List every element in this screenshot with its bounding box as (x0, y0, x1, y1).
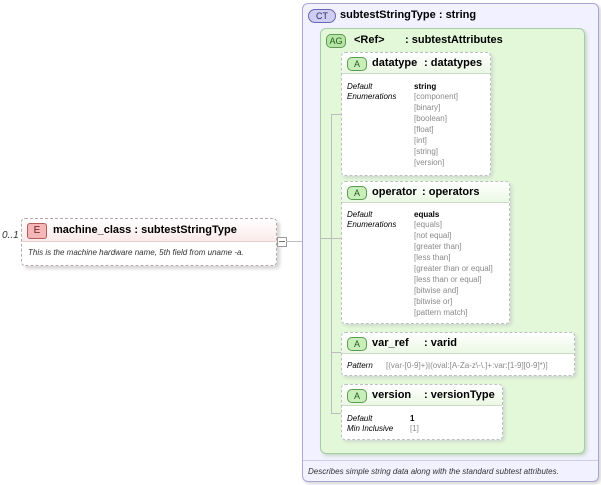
attribute-header: A version : versionType (342, 385, 502, 406)
attribute-group-icon: AG (326, 34, 346, 48)
element-type-separator: : (134, 224, 142, 236)
attribute-version[interactable]: A version : versionType Default 1 Min In… (341, 384, 503, 440)
enumerations-label: Enumerations (347, 92, 397, 101)
attribute-header: A var_ref : varid (342, 333, 574, 354)
enumeration-item: [pattern match] (414, 308, 468, 317)
attribute-type: operators (428, 186, 480, 198)
attribute-type-separator: : (422, 186, 429, 198)
element-type: subtestStringType (141, 224, 237, 236)
enumeration-item: [string] (414, 147, 439, 156)
expand-collapse-icon[interactable] (277, 237, 287, 247)
attribute-icon: A (347, 186, 367, 200)
pattern-label: Pattern (347, 361, 373, 370)
pattern-value: [(var-[0-9]+)|(oval:[A-Za-z\-\.]+:var:[1… (386, 361, 548, 370)
attribute-group-separator: : (405, 34, 412, 46)
element-header: E machine_class : subtestStringType (22, 219, 276, 242)
attribute-header: A operator : operators (342, 182, 509, 203)
attribute-type-wrapper: : operators (422, 186, 479, 198)
enumeration-item: [greater than] (414, 242, 462, 251)
enumeration-item: [bitwise or] (414, 297, 453, 306)
complex-type-title: subtestStringType : string (340, 9, 476, 21)
complex-type-base: string (445, 9, 477, 21)
complex-type-header: CT subtestStringType : string (303, 4, 598, 26)
enumerations-label: Enumerations (347, 220, 397, 229)
tree-branch-line (331, 413, 341, 414)
default-value: equals (414, 210, 440, 219)
tree-branch-line (331, 352, 341, 353)
enumeration-item: [equals] (414, 220, 443, 229)
element-machine-class[interactable]: E machine_class : subtestStringType This… (21, 218, 277, 266)
divider (303, 460, 598, 461)
attribute-header: A datatype : datatypes (342, 53, 490, 74)
attribute-var-ref[interactable]: A var_ref : varid Pattern [(var-[0-9]+)|… (341, 332, 575, 376)
attribute-type-separator: : (424, 389, 431, 401)
complex-type-documentation: Describes simple string data along with … (308, 467, 559, 476)
attribute-name: operator (372, 186, 417, 198)
attribute-type: varid (430, 337, 458, 349)
attribute-type-wrapper: : datatypes (424, 57, 482, 69)
attribute-group-name: subtestAttributes (411, 34, 503, 46)
attribute-icon: A (347, 337, 367, 351)
attribute-datatype[interactable]: A datatype : datatypes Default string En… (341, 52, 491, 176)
enumeration-item: [boolean] (414, 114, 447, 123)
attribute-name: version (372, 389, 412, 401)
attribute-name: var_ref (372, 337, 409, 349)
enumeration-item: [greater than or equal] (414, 264, 493, 273)
enumeration-item: [float] (414, 125, 434, 134)
element-icon: E (27, 223, 47, 239)
enumeration-item: [less than or equal] (414, 275, 482, 284)
attribute-type: versionType (430, 389, 495, 401)
attribute-type-wrapper: : versionType (424, 389, 495, 401)
attribute-type: datatypes (430, 57, 483, 69)
default-label: Default (347, 414, 373, 423)
attribute-icon: A (347, 57, 367, 71)
attribute-name: datatype (372, 57, 418, 69)
complex-type-name: subtestStringType (340, 9, 436, 21)
complex-type-icon: CT (308, 9, 336, 23)
enumeration-item: [int] (414, 136, 427, 145)
tree-branch-line (320, 238, 331, 239)
enumeration-item: [version] (414, 158, 445, 167)
attribute-type-wrapper: : varid (424, 337, 457, 349)
element-name: machine_class (53, 224, 132, 236)
enumeration-item: [component] (414, 92, 459, 101)
tree-branch-line (331, 238, 341, 239)
default-label: Default (347, 210, 373, 219)
attribute-icon: A (347, 389, 367, 403)
connector-line (286, 241, 302, 242)
attribute-group-name-wrapper: : subtestAttributes (405, 34, 503, 46)
attribute-type-separator: : (424, 57, 431, 69)
attribute-type-separator: : (424, 337, 431, 349)
element-title: machine_class : subtestStringType (53, 224, 237, 236)
element-documentation: This is the machine hardware name, 5th f… (28, 248, 244, 257)
complex-type-separator: : (438, 9, 446, 21)
tree-branch-line (331, 114, 341, 115)
min-inclusive-value: [1] (410, 424, 419, 433)
default-value: string (414, 82, 437, 91)
enumeration-item: [less than] (414, 253, 451, 262)
min-inclusive-label: Min Inclusive (347, 424, 394, 433)
tree-trunk-line (331, 114, 332, 413)
default-label: Default (347, 82, 373, 91)
enumeration-item: [not equal] (414, 231, 452, 240)
attribute-operator[interactable]: A operator : operators Default equals En… (341, 181, 510, 324)
occurrence-label: 0..1 (2, 230, 19, 241)
enumeration-item: [bitwise and] (414, 286, 459, 295)
enumeration-item: [binary] (414, 103, 441, 112)
default-value: 1 (410, 414, 415, 423)
attribute-group-ref: <Ref> (354, 34, 385, 46)
